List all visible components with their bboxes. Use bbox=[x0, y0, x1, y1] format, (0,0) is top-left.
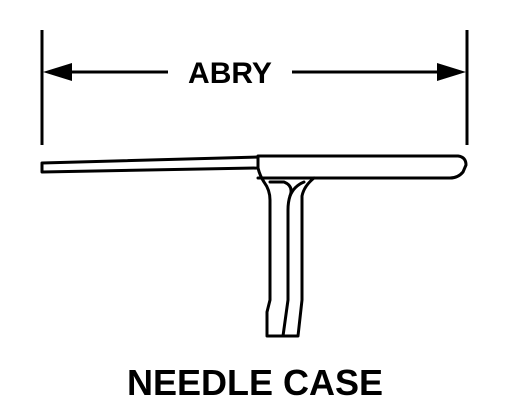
case-head bbox=[256, 154, 468, 180]
needle-case-shape bbox=[40, 154, 468, 338]
stem-shoulder bbox=[288, 180, 306, 198]
stem-right-edge bbox=[281, 176, 316, 338]
dimension-label: ABRY bbox=[188, 57, 272, 90]
stem-left-edge bbox=[256, 166, 285, 338]
needle-tip bbox=[40, 155, 260, 174]
drawing-caption: NEEDLE CASE bbox=[127, 362, 383, 403]
left-arrowhead bbox=[43, 63, 72, 81]
stem-inner-line bbox=[268, 180, 293, 338]
right-arrowhead bbox=[437, 63, 466, 81]
